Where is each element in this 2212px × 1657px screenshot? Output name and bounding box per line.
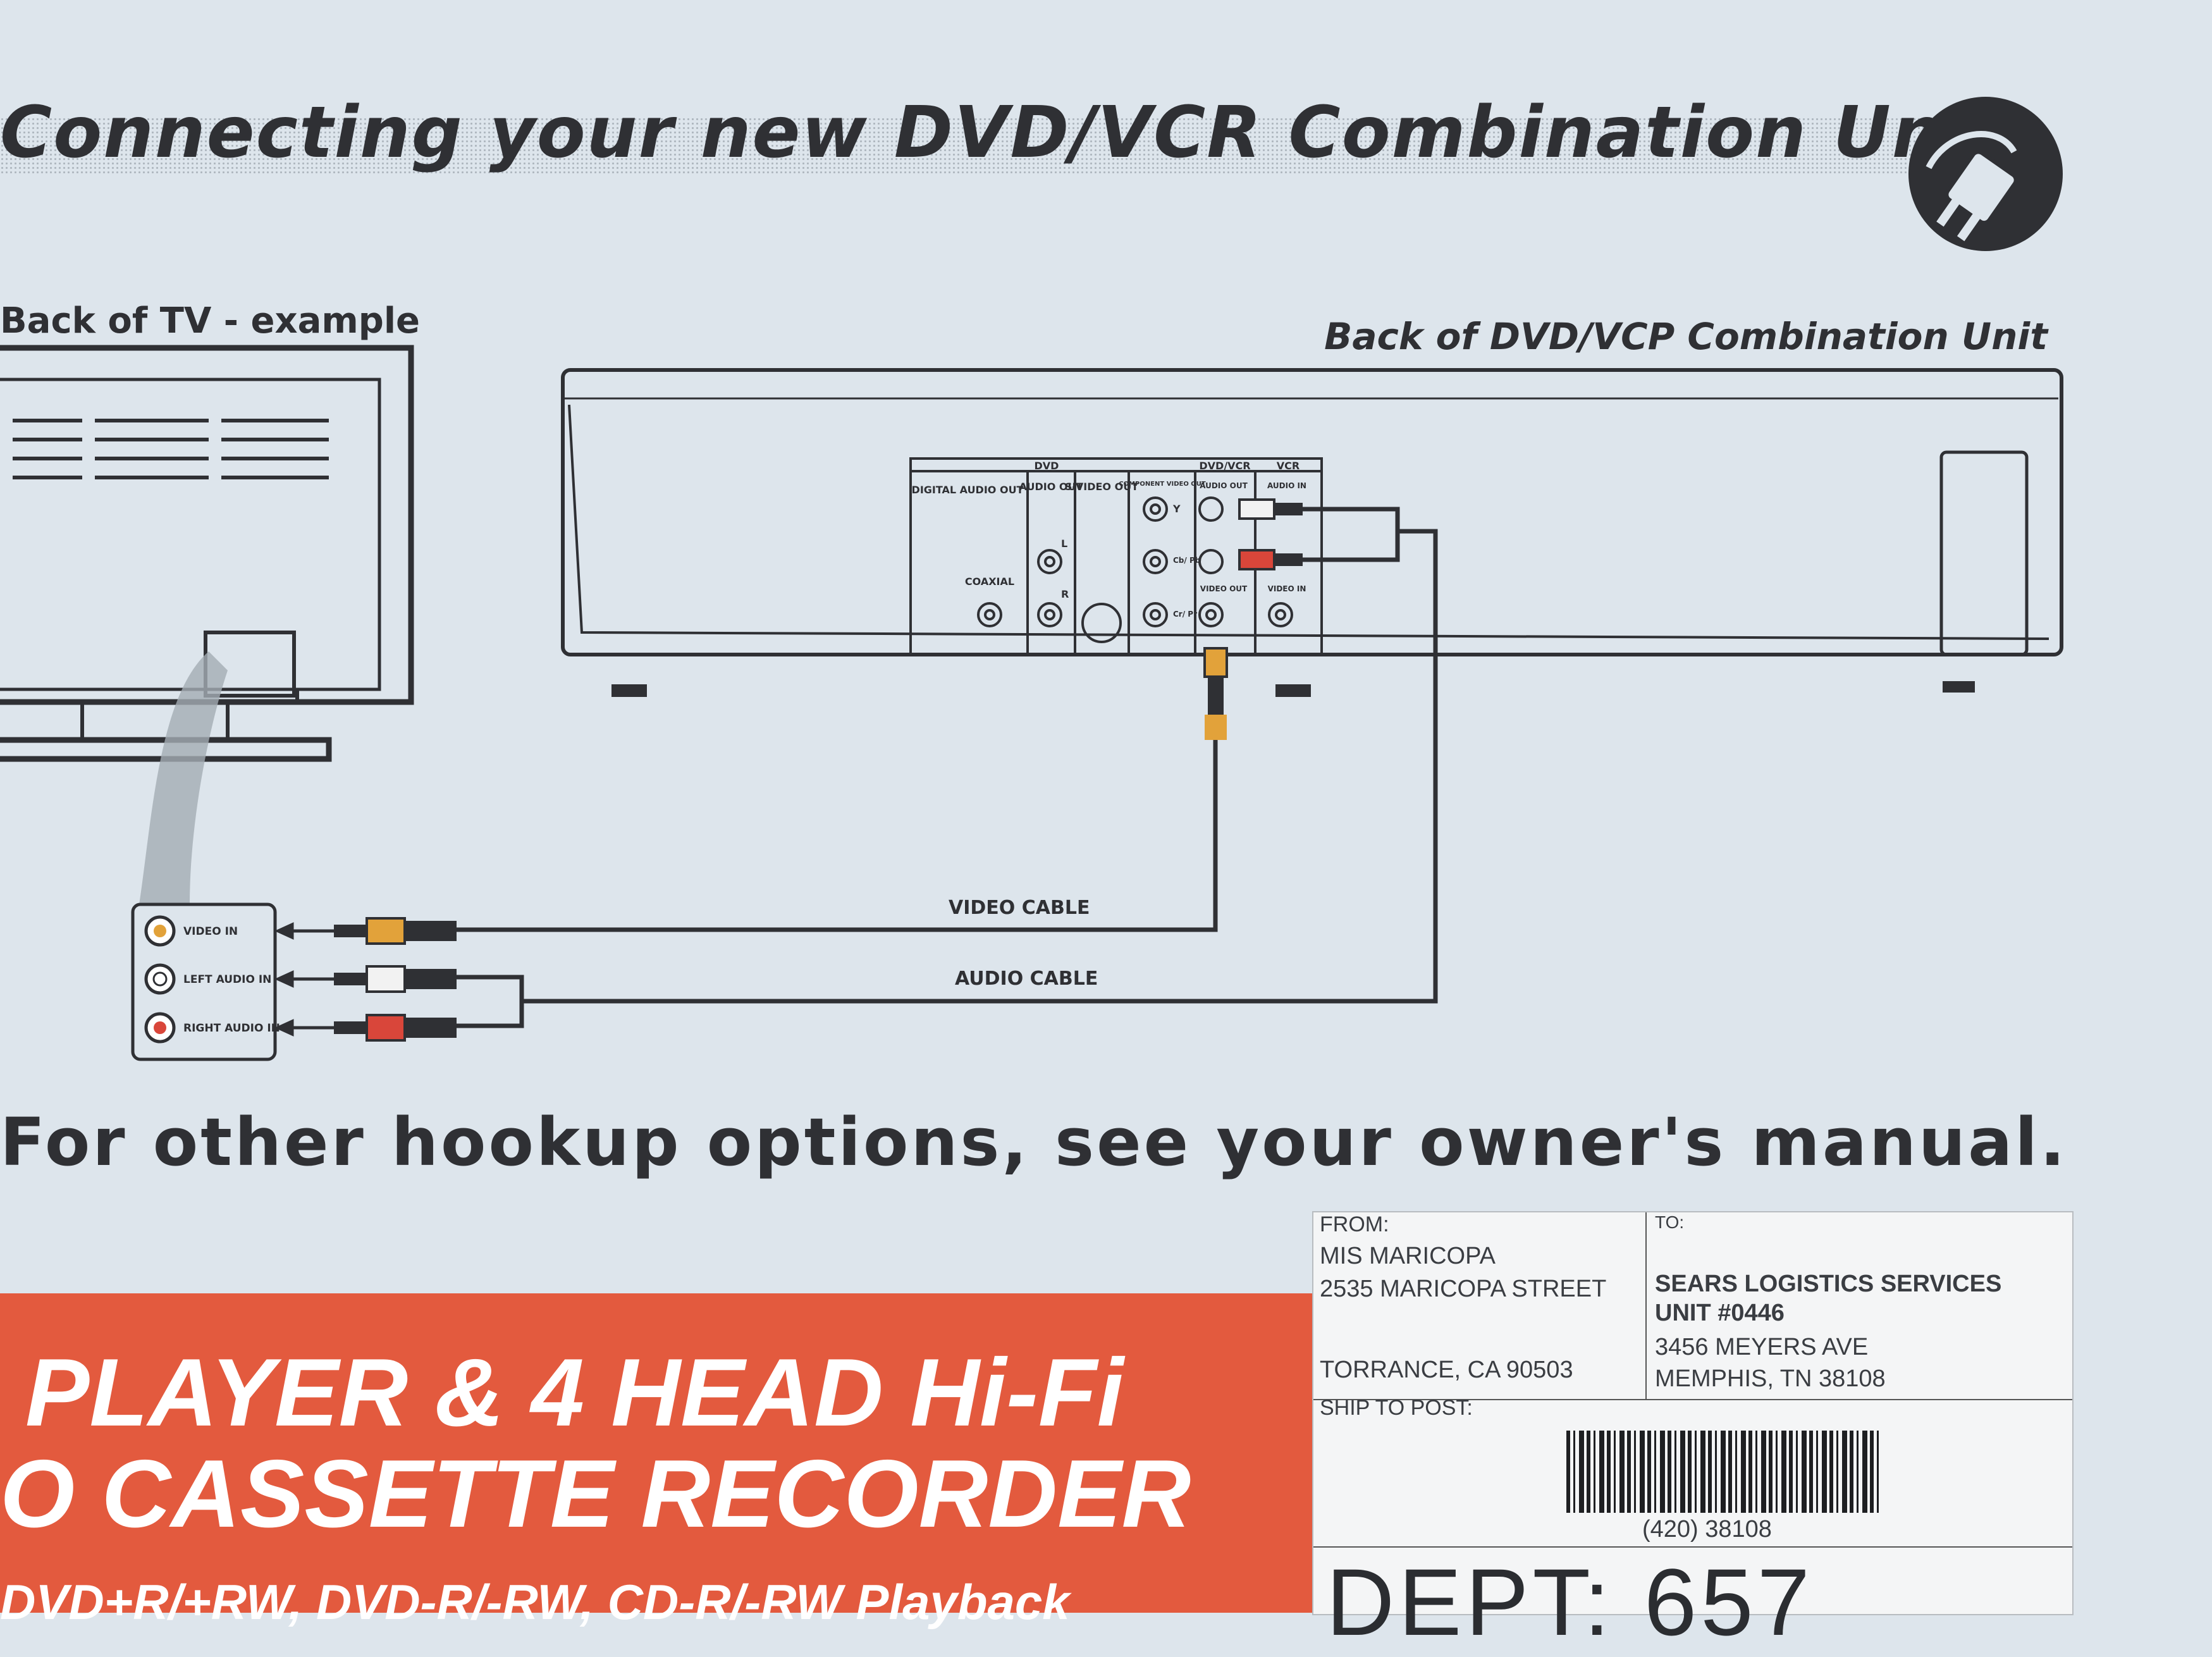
barcode (1566, 1431, 1879, 1513)
dvd-vcr-unit-illustration (561, 368, 2063, 697)
unit-audio-plugs (1238, 498, 1303, 570)
label-hline (1313, 1399, 2072, 1400)
to-unit: UNIT #0446 (1655, 1300, 1785, 1326)
barcode-text: (420) 38108 (1642, 1516, 1772, 1543)
panel-video-out: VIDEO OUT (1200, 584, 1248, 593)
tv-back-label: Back of TV - example (0, 300, 421, 342)
audio-cable-label: AUDIO CABLE (955, 968, 1098, 990)
panel-cb-pb: Cb/ Pb (1173, 556, 1201, 565)
hookup-note: For other hookup options, see your owner… (0, 1104, 2068, 1181)
panel-s-video-out: S-VIDEO OUT (1065, 481, 1138, 493)
panel-video-in: VIDEO IN (1268, 584, 1306, 593)
from-label: FROM: (1320, 1212, 1389, 1236)
video-cable-label: VIDEO CABLE (949, 897, 1090, 919)
panel-cr-pr: Cr/ Pr (1173, 610, 1197, 619)
tv-plugs (334, 917, 457, 1042)
product-line-2: O CASSETTE RECORDER (0, 1440, 1191, 1548)
panel-coaxial: COAXIAL (965, 576, 1014, 588)
panel-dvd-vcr: DVD/VCR (1199, 460, 1250, 472)
connection-diagram: DVD DIGITAL AUDIO OUT COAXIAL AUDIO OUT … (0, 345, 2063, 1061)
red-product-band (0, 1293, 1315, 1613)
jack-left-audio-label: LEFT AUDIO IN (183, 973, 271, 986)
to-city: MEMPHIS, TN 38108 (1655, 1365, 1886, 1392)
unit-back-label: Back of DVD/VCP Combination Unit (1324, 315, 2048, 358)
jack-video-in-label: VIDEO IN (183, 925, 238, 938)
panel-y: Y (1172, 503, 1181, 515)
panel-l: L (1061, 538, 1067, 550)
label-divider (1645, 1212, 1647, 1399)
tv-jack-panel (131, 902, 277, 1061)
from-city: TORRANCE, CA 90503 (1320, 1357, 1573, 1383)
panel-vcr: VCR (1277, 460, 1300, 472)
to-name: SEARS LOGISTICS SERVICES (1655, 1271, 2002, 1297)
from-street: 2535 MARICOPA STREET (1320, 1276, 1607, 1302)
product-line-1: PLAYER & 4 HEAD Hi-Fi (25, 1339, 1124, 1446)
ship-to-post-label: SHIP TO POST: (1320, 1396, 1473, 1420)
dept-code: DEPT: 657 (1326, 1549, 1814, 1655)
panel-audio-out: AUDIO OUT (1019, 481, 1083, 493)
panel-audio-in: AUDIO IN (1267, 481, 1306, 490)
unit-video-plug (1203, 647, 1228, 740)
power-plug-icon (1908, 97, 2063, 251)
product-line-3: DVD+R/+RW, DVD-R/-RW, CD-R/-RW Playback (0, 1574, 1070, 1630)
panel-r: R (1061, 588, 1069, 600)
shipping-label: FROM: MIS MARICOPA 2535 MARICOPA STREET … (1312, 1211, 2074, 1655)
jack-right-audio-label: RIGHT AUDIO IN (183, 1022, 280, 1035)
panel-component-video: COMPONENT VIDEO OUT (1119, 481, 1206, 488)
panel-digital-audio-out: DIGITAL AUDIO OUT (912, 484, 1024, 496)
halftone-band (0, 117, 1960, 174)
to-street: 3456 MEYERS AVE (1655, 1334, 1869, 1360)
label-hline-2 (1313, 1546, 2072, 1548)
rear-panel (909, 457, 1323, 656)
from-name: MIS MARICOPA (1320, 1243, 1496, 1269)
panel-dvd-label: DVD (1035, 460, 1059, 472)
to-label: TO: (1655, 1212, 1685, 1232)
page-title: Connecting your new DVD/VCR Combination … (0, 92, 2005, 174)
panel-audio-out-small: AUDIO OUT (1200, 481, 1248, 490)
